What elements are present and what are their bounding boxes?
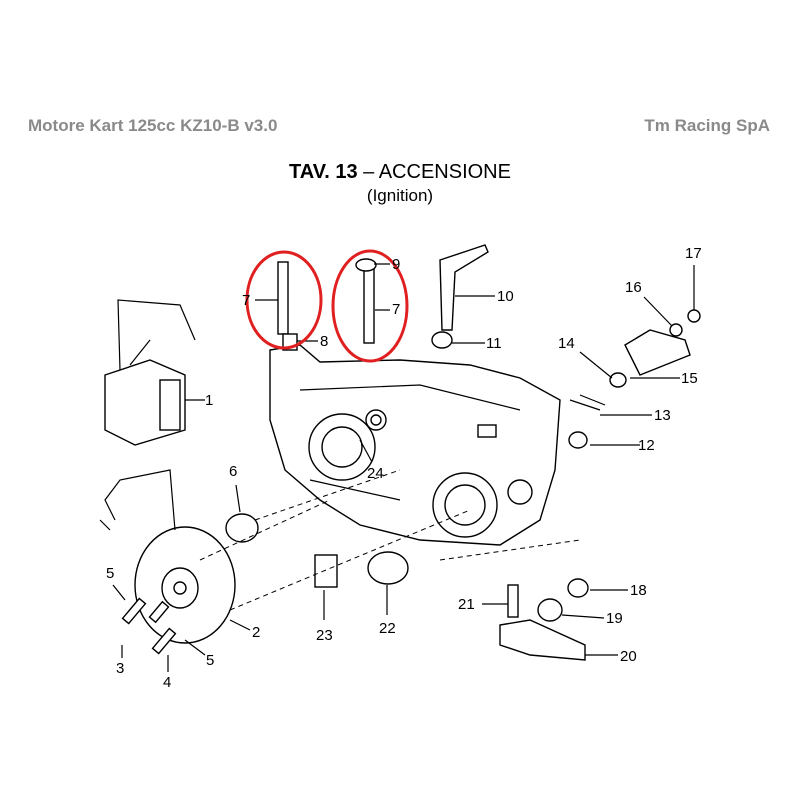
highlight-circle-right <box>331 249 409 363</box>
bearing-6 <box>225 513 259 543</box>
crankcase <box>269 344 561 546</box>
callout-18: 18 <box>630 582 647 599</box>
bolts <box>121 597 177 655</box>
callout-6: 6 <box>229 463 237 480</box>
callout-23: 23 <box>316 627 333 644</box>
manufacturer-header: Tm Racing SpA <box>644 116 770 135</box>
washer-12 <box>568 431 588 449</box>
table-name: ACCENSIONE <box>378 161 511 183</box>
callout-19: 19 <box>606 610 623 627</box>
callout-3: 3 <box>116 660 124 677</box>
callout-22: 22 <box>379 620 396 637</box>
highlight-circle-left <box>245 250 323 350</box>
pin-14 <box>609 372 627 388</box>
callout-4: 4 <box>163 674 171 691</box>
callout-7a: 7 <box>242 292 250 309</box>
page-subtitle: (Ignition) <box>366 186 434 205</box>
callout-5a: 5 <box>106 565 114 582</box>
washer-16 <box>669 323 683 337</box>
callout-8: 8 <box>320 333 328 350</box>
callout-20: 20 <box>620 648 637 665</box>
lever-20 <box>499 619 586 661</box>
seal-22 <box>367 551 409 585</box>
bearing-19 <box>537 598 563 622</box>
nut-17 <box>687 309 701 323</box>
seal-11 <box>431 331 453 349</box>
document-model-header: Motore Kart 125cc KZ10-B v3.0 <box>28 116 278 135</box>
bushing-23 <box>314 554 338 588</box>
callout-10: 10 <box>497 288 514 305</box>
callout-24: 24 <box>367 465 384 482</box>
stud-right <box>363 267 375 344</box>
table-code: TAV. 13 <box>289 161 358 183</box>
leader-lines <box>112 263 695 672</box>
ignition-coil <box>104 299 196 446</box>
callout-21: 21 <box>458 596 475 613</box>
callout-2: 2 <box>252 624 260 641</box>
title-separator: – <box>357 161 379 183</box>
page-title: TAV. 13 – ACCENSIONE <box>0 160 800 184</box>
callout-7b: 7 <box>392 301 400 318</box>
shift-shaft-10 <box>439 244 489 331</box>
callout-14: 14 <box>558 335 575 352</box>
callout-1: 1 <box>205 392 213 409</box>
spring-13 <box>569 394 606 411</box>
nut-9 <box>355 258 377 272</box>
callout-13: 13 <box>654 407 671 424</box>
selector-15 <box>624 329 691 376</box>
callout-12: 12 <box>638 437 655 454</box>
stud-left <box>277 261 289 335</box>
bearing-18 <box>567 578 589 598</box>
callout-11: 11 <box>486 335 502 352</box>
screw-21 <box>507 584 519 618</box>
callout-16: 16 <box>625 279 642 296</box>
callout-15: 15 <box>681 370 698 387</box>
callout-9: 9 <box>392 256 400 273</box>
callout-5b: 5 <box>206 652 214 669</box>
callout-17: 17 <box>685 245 702 262</box>
flywheel-stator <box>99 469 236 644</box>
